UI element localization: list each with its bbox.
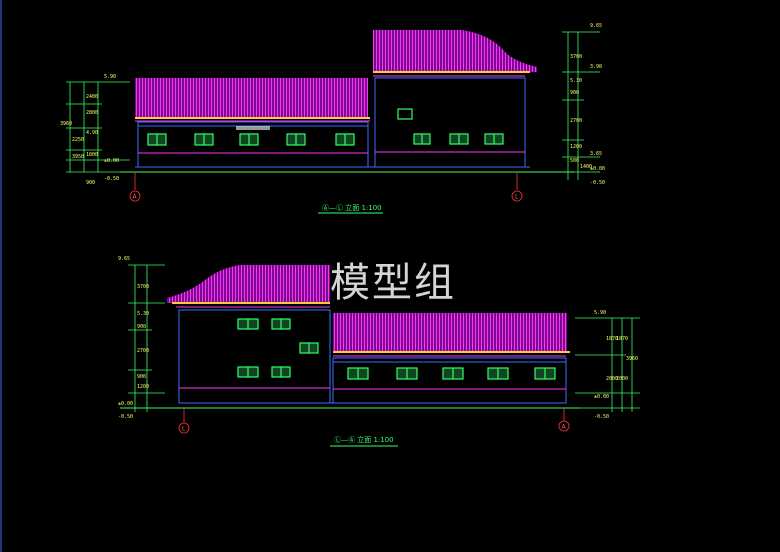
roof-high-wing — [373, 30, 537, 72]
axis-marker — [178, 422, 190, 434]
dim-label: 4.90 — [86, 130, 98, 136]
dim-label: 3950 — [72, 154, 84, 160]
dim-label: 5.30 — [137, 311, 149, 317]
dim-label: 900 — [570, 90, 579, 96]
dim-label: 2250 — [72, 137, 84, 143]
windows-top-high — [397, 108, 504, 145]
windows-bottom-low — [347, 367, 556, 380]
dim-label: 900 — [137, 374, 146, 380]
dims-bottom-left — [128, 264, 165, 412]
dim-label: 2800 — [86, 110, 98, 116]
roof-high-wing — [167, 265, 330, 303]
dim-label: 500 — [570, 158, 579, 164]
elevation-top: 5.90 2400 3960 2800 4.90 2250 3950 1800 … — [60, 23, 605, 214]
dim-label: 3.65 — [590, 151, 602, 157]
wall-high-wing — [374, 77, 526, 168]
dim-label: 1200 — [137, 384, 149, 390]
dim-label: -0.50 — [118, 414, 133, 420]
axis-marker — [511, 190, 523, 202]
dim-label: 1400 — [580, 164, 592, 170]
roof-low-wing — [333, 313, 567, 352]
dim-label: 1800 — [86, 152, 98, 158]
elevation-title: Ⓐ—Ⓛ 立面 1:100 — [322, 203, 382, 212]
dim-label: ±0.00 — [594, 394, 609, 400]
wall-high-wing — [178, 309, 331, 404]
dim-label: 3960 — [60, 121, 72, 127]
dim-label: 2000 — [616, 376, 628, 382]
axis-label: L — [515, 194, 519, 201]
watermark-text: 模型组 — [330, 260, 456, 306]
dim-label: -0.50 — [104, 176, 119, 182]
drawing-line — [236, 126, 270, 130]
axis-label: A — [562, 424, 567, 431]
windows-top-low — [147, 133, 355, 146]
dim-label: 5.30 — [570, 78, 582, 84]
dim-label: 9.65 — [590, 23, 602, 29]
dim-label: -0.50 — [594, 414, 609, 420]
dim-label: 2700 — [570, 118, 582, 124]
dim-label: 3.90 — [590, 64, 602, 70]
dim-label: 5.90 — [594, 310, 606, 316]
wall-low-wing — [332, 357, 567, 404]
dim-label: -0.50 — [590, 180, 605, 186]
elevation-title: Ⓛ—Ⓐ 立面 1:100 — [334, 435, 394, 444]
elevation-bottom: 9.65 3700 5.30 900 2700 900 1200 ±0.00 -… — [118, 256, 640, 447]
dim-label: 2000 — [606, 376, 618, 382]
axis-marker — [558, 420, 570, 432]
dim-label: 2400 — [86, 94, 98, 100]
windows-bottom-high — [237, 318, 319, 378]
dim-label: 9.65 — [118, 256, 130, 262]
axis-marker — [129, 190, 141, 202]
dim-label: 3700 — [570, 54, 582, 60]
dim-label: 900 — [137, 324, 146, 330]
dim-label: 900 — [86, 180, 95, 186]
drawing-line — [397, 108, 413, 120]
axis-label: L — [182, 426, 186, 433]
dim-label: 1870 — [616, 336, 628, 342]
dim-label: 5.90 — [104, 74, 116, 80]
dim-label: ±0.00 — [590, 166, 605, 172]
dim-label: ±0.00 — [118, 401, 133, 407]
dim-label: 1870 — [606, 336, 618, 342]
dim-label: ±0.00 — [104, 158, 119, 164]
dims-bottom-right — [575, 317, 640, 412]
dim-label: 3960 — [626, 356, 638, 362]
dim-label: 2700 — [137, 348, 149, 354]
wall-low-wing — [137, 121, 369, 168]
dims-top-left — [66, 81, 130, 173]
roof-low-wing — [135, 78, 368, 118]
dim-label: 1200 — [570, 144, 582, 150]
axis-label: A — [133, 194, 138, 201]
dim-label: 3700 — [137, 284, 149, 290]
dims-top-right — [562, 31, 600, 180]
